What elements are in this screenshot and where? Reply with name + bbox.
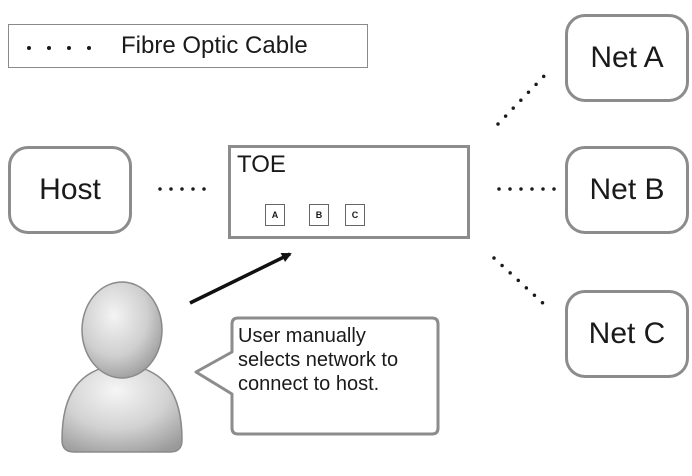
toe-label: TOE bbox=[237, 151, 286, 178]
legend: Fibre Optic Cable bbox=[8, 24, 368, 68]
speech-line-1: User manually bbox=[238, 325, 366, 347]
toe-port-a: A bbox=[265, 204, 285, 226]
net-c-node: Net C bbox=[565, 290, 689, 378]
legend-dots-icon bbox=[27, 46, 91, 50]
legend-label: Fibre Optic Cable bbox=[121, 32, 308, 59]
user-to-toe-arrow bbox=[189, 252, 292, 305]
user-icon bbox=[61, 281, 183, 453]
toe-port-b: B bbox=[309, 204, 329, 226]
speech-line-2: selects network to bbox=[238, 349, 399, 371]
toe-node: TOE A B C bbox=[228, 145, 470, 239]
net-a-node: Net A bbox=[565, 14, 689, 102]
net-a-label: Net A bbox=[590, 41, 664, 74]
host-node: Host bbox=[8, 146, 132, 234]
toe-port-c: C bbox=[345, 204, 365, 226]
fibre-link-toe-neta bbox=[496, 72, 548, 126]
net-b-label: Net B bbox=[589, 173, 665, 206]
host-label: Host bbox=[39, 173, 101, 206]
speech-bubble-text: User manually selects network to connect… bbox=[238, 324, 434, 396]
fibre-link-toe-netc bbox=[492, 256, 548, 308]
speech-bubble bbox=[194, 316, 440, 436]
net-b-node: Net B bbox=[565, 146, 689, 234]
net-c-label: Net C bbox=[588, 317, 666, 350]
speech-line-3: connect to host. bbox=[238, 373, 380, 395]
